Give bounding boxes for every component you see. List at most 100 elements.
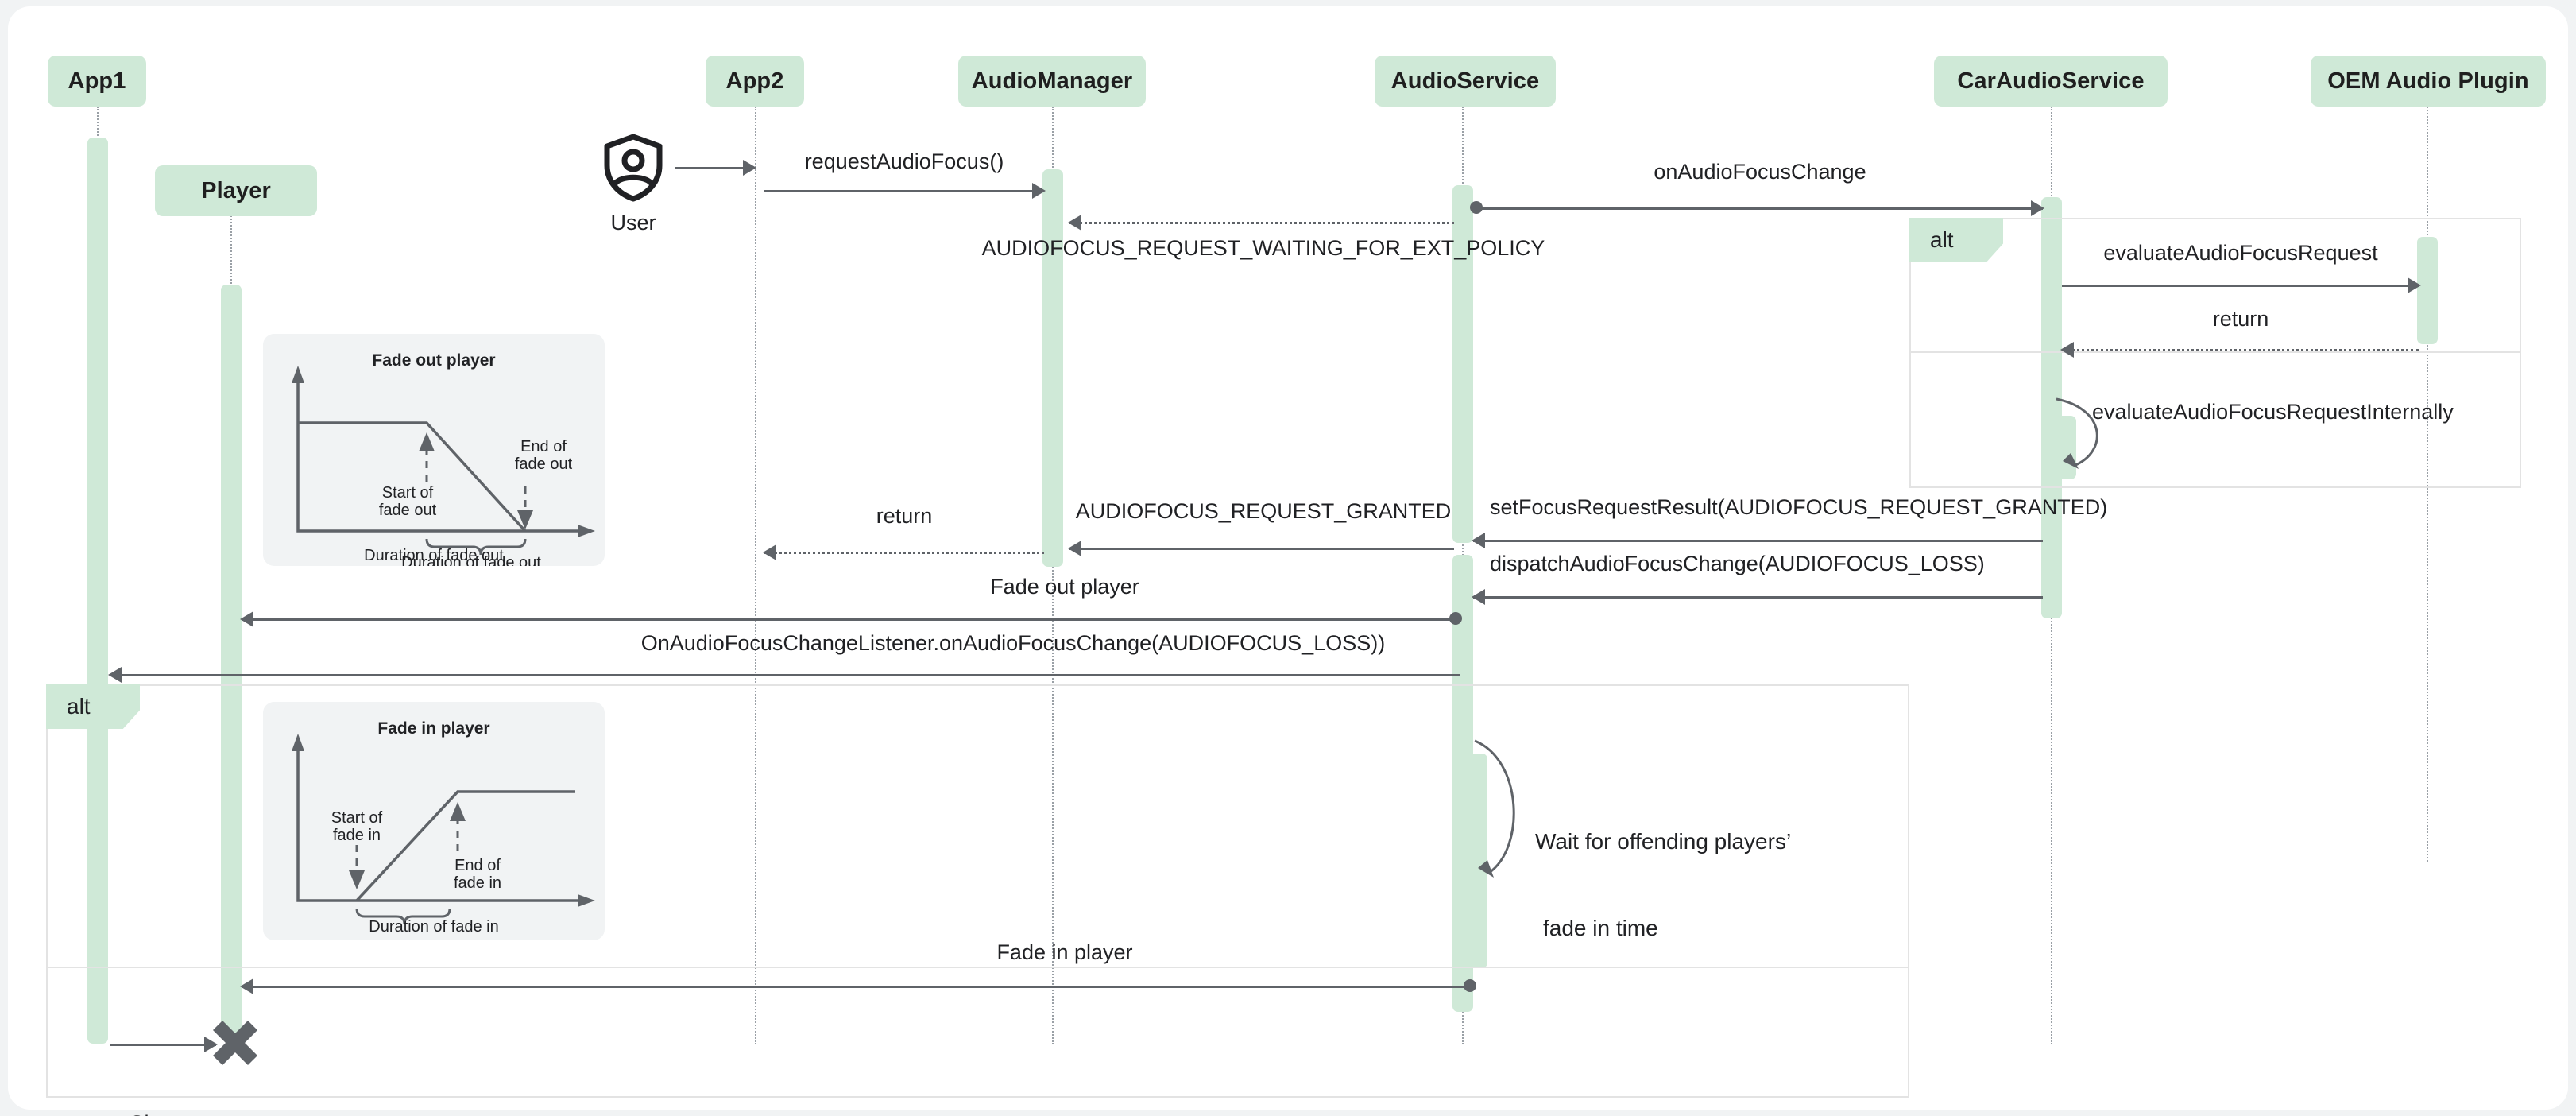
lifeline-line-app2 (755, 107, 756, 1044)
message-label-audiofocus-waiting-ext-policy: AUDIOFOCUS_REQUEST_WAITING_FOR_EXT_POLIC… (981, 236, 1545, 260)
activation-audioservice-1 (1452, 185, 1473, 543)
note-close-the-track: Close the track (129, 1054, 211, 1116)
message-label-audiofocus-request-granted: AUDIOFOCUS_REQUEST_GRANTED (1075, 499, 1452, 523)
shield-person-icon (602, 134, 664, 205)
svg-text:End of: End of (454, 857, 501, 874)
message-line (1069, 222, 1454, 224)
chart-fade-in-player: Fade in player Start of fade in End of f… (263, 702, 605, 940)
message-line (110, 1044, 216, 1046)
svg-text:Duration of fade out: Duration of fade out (401, 554, 541, 566)
fragment-alt-left-divider (46, 967, 1909, 968)
lifeline-label-oemplugin: OEM Audio Plugin (2327, 68, 2529, 94)
lifeline-label-app2: App2 (725, 68, 784, 94)
message-line (2062, 349, 2419, 351)
message-label-evaluateAudioFocusRequest: evaluateAudioFocusRequest (2103, 241, 2378, 265)
actor-label-user: User (610, 211, 656, 234)
arrowhead-left-icon (240, 978, 253, 994)
lifeline-header-player[interactable]: Player (155, 165, 317, 216)
message-label-setFocusRequestResult: setFocusRequestResult(AUDIOFOCUS_REQUEST… (1490, 495, 2108, 519)
message-evaluateAudioFocusRequestInternally-arc (2056, 397, 2098, 469)
lifeline-label-audiomanager: AudioManager (971, 68, 1133, 94)
note-close-the-track-line1: Close (129, 1110, 211, 1116)
message-label-fade-in-player: Fade in player (996, 940, 1133, 964)
svg-text:fade in: fade in (333, 827, 381, 844)
fragment-alt-left-operator: alt (67, 694, 91, 719)
arrowhead-right-icon (2408, 277, 2421, 293)
message-origin-ball-icon (1449, 612, 1462, 625)
lifeline-label-audioservice: AudioService (1390, 68, 1540, 94)
lifeline-label-caraudioservice: CarAudioService (1957, 68, 2145, 94)
svg-text:fade in: fade in (454, 874, 501, 892)
arrowhead-right-icon (743, 160, 756, 176)
svg-text:End of: End of (520, 438, 567, 455)
message-label-dispatchAudioFocusChange: dispatchAudioFocusChange(AUDIOFOCUS_LOSS… (1490, 552, 1985, 575)
svg-text:Start of: Start of (331, 809, 383, 827)
arrowhead-right-icon (1032, 183, 1046, 199)
arrowhead-left-icon (2060, 342, 2074, 358)
note-wait-fade-in-line2: fade in time (1543, 915, 1658, 940)
message-label-onAudioFocusChange: onAudioFocusChange (1654, 160, 1866, 184)
lifeline-header-app1[interactable]: App1 (48, 56, 146, 107)
svg-text:fade out: fade out (379, 502, 437, 519)
lifeline-header-oemplugin[interactable]: OEM Audio Plugin (2311, 56, 2546, 107)
lifeline-header-audiomanager[interactable]: AudioManager (958, 56, 1146, 107)
lifeline-line-audiomanager (1052, 107, 1054, 1044)
lifeline-line-oemplugin (2427, 107, 2428, 862)
message-label-onAudioFocusChangeListener: OnAudioFocusChangeListener.onAudioFocusC… (640, 631, 1386, 655)
activation-caraudioservice-self (2056, 416, 2076, 479)
destroy-x-icon (212, 1020, 258, 1066)
message-label-return-audiomanager: return (876, 504, 933, 528)
activation-player (221, 285, 242, 1040)
arrowhead-left-icon (1472, 589, 1485, 605)
message-origin-ball-icon (1470, 201, 1483, 214)
activation-app1 (87, 138, 108, 1044)
lifeline-header-app2[interactable]: App2 (706, 56, 804, 107)
diagram-sheet: App1 Player App2 AudioManager AudioServi… (8, 6, 2568, 1116)
fragment-alt-right-operator: alt (1930, 227, 1954, 252)
message-line (1069, 548, 1454, 550)
message-wait-fade-in-arc (1474, 739, 1515, 878)
fragment-alt-right (1909, 218, 2521, 488)
svg-text:Start of: Start of (382, 484, 434, 502)
chart-fade-in-title: Fade in player (377, 719, 490, 738)
message-line (1473, 540, 2043, 542)
chart-fade-out-player: Fade out player Start of fade out End of (263, 334, 605, 566)
chart-fade-out-title: Fade out player (372, 351, 496, 370)
svg-text:fade out: fade out (515, 455, 573, 473)
activation-audiomanager (1042, 169, 1063, 567)
message-label-fade-out-player: Fade out player (990, 575, 1139, 599)
arrowhead-left-icon (763, 544, 776, 560)
arrowhead-left-icon (1068, 215, 1081, 231)
fragment-alt-right-divider (1909, 351, 2521, 353)
message-line (1473, 207, 2043, 210)
arrowhead-right-icon (2031, 200, 2044, 216)
activation-caraudioservice (2041, 197, 2062, 618)
message-line (1473, 596, 2043, 599)
chart-fade-in-duration-label: Duration of fade in (369, 918, 499, 936)
message-line (764, 190, 1044, 192)
message-label-evaluateAudioFocusRequestInternally: evaluateAudioFocusRequestInternally (2092, 400, 2454, 424)
actor-user[interactable]: User (598, 134, 669, 235)
lifeline-header-caraudioservice[interactable]: CarAudioService (1934, 56, 2168, 107)
message-line (764, 552, 1044, 554)
lifeline-header-audioservice[interactable]: AudioService (1375, 56, 1556, 107)
note-wait-fade-in-line1: Wait for offending players’ (1535, 828, 1792, 854)
message-line (2062, 285, 2419, 287)
message-label-requestAudioFocus: requestAudioFocus() (804, 149, 1004, 173)
chart-fade-out-duration-label: Duration of fade out (364, 547, 504, 564)
arrowhead-left-icon (240, 611, 253, 627)
arrowhead-right-icon (204, 1037, 218, 1052)
message-origin-ball-icon (1464, 979, 1476, 992)
note-wait-fade-in: Wait for offending players’ fade in time (1535, 769, 1791, 1001)
message-line (675, 167, 755, 169)
message-line (242, 618, 1459, 621)
lifeline-label-player: Player (201, 177, 271, 203)
fragment-alt-left (46, 684, 1909, 1098)
fragment-alt-right-tag: alt (1909, 218, 2003, 262)
activation-audioservice-self (1467, 754, 1487, 968)
message-line (110, 674, 1460, 676)
fragment-alt-left-tag: alt (46, 684, 140, 729)
message-line (242, 986, 1473, 988)
message-label-return-oem: return (2212, 307, 2269, 331)
